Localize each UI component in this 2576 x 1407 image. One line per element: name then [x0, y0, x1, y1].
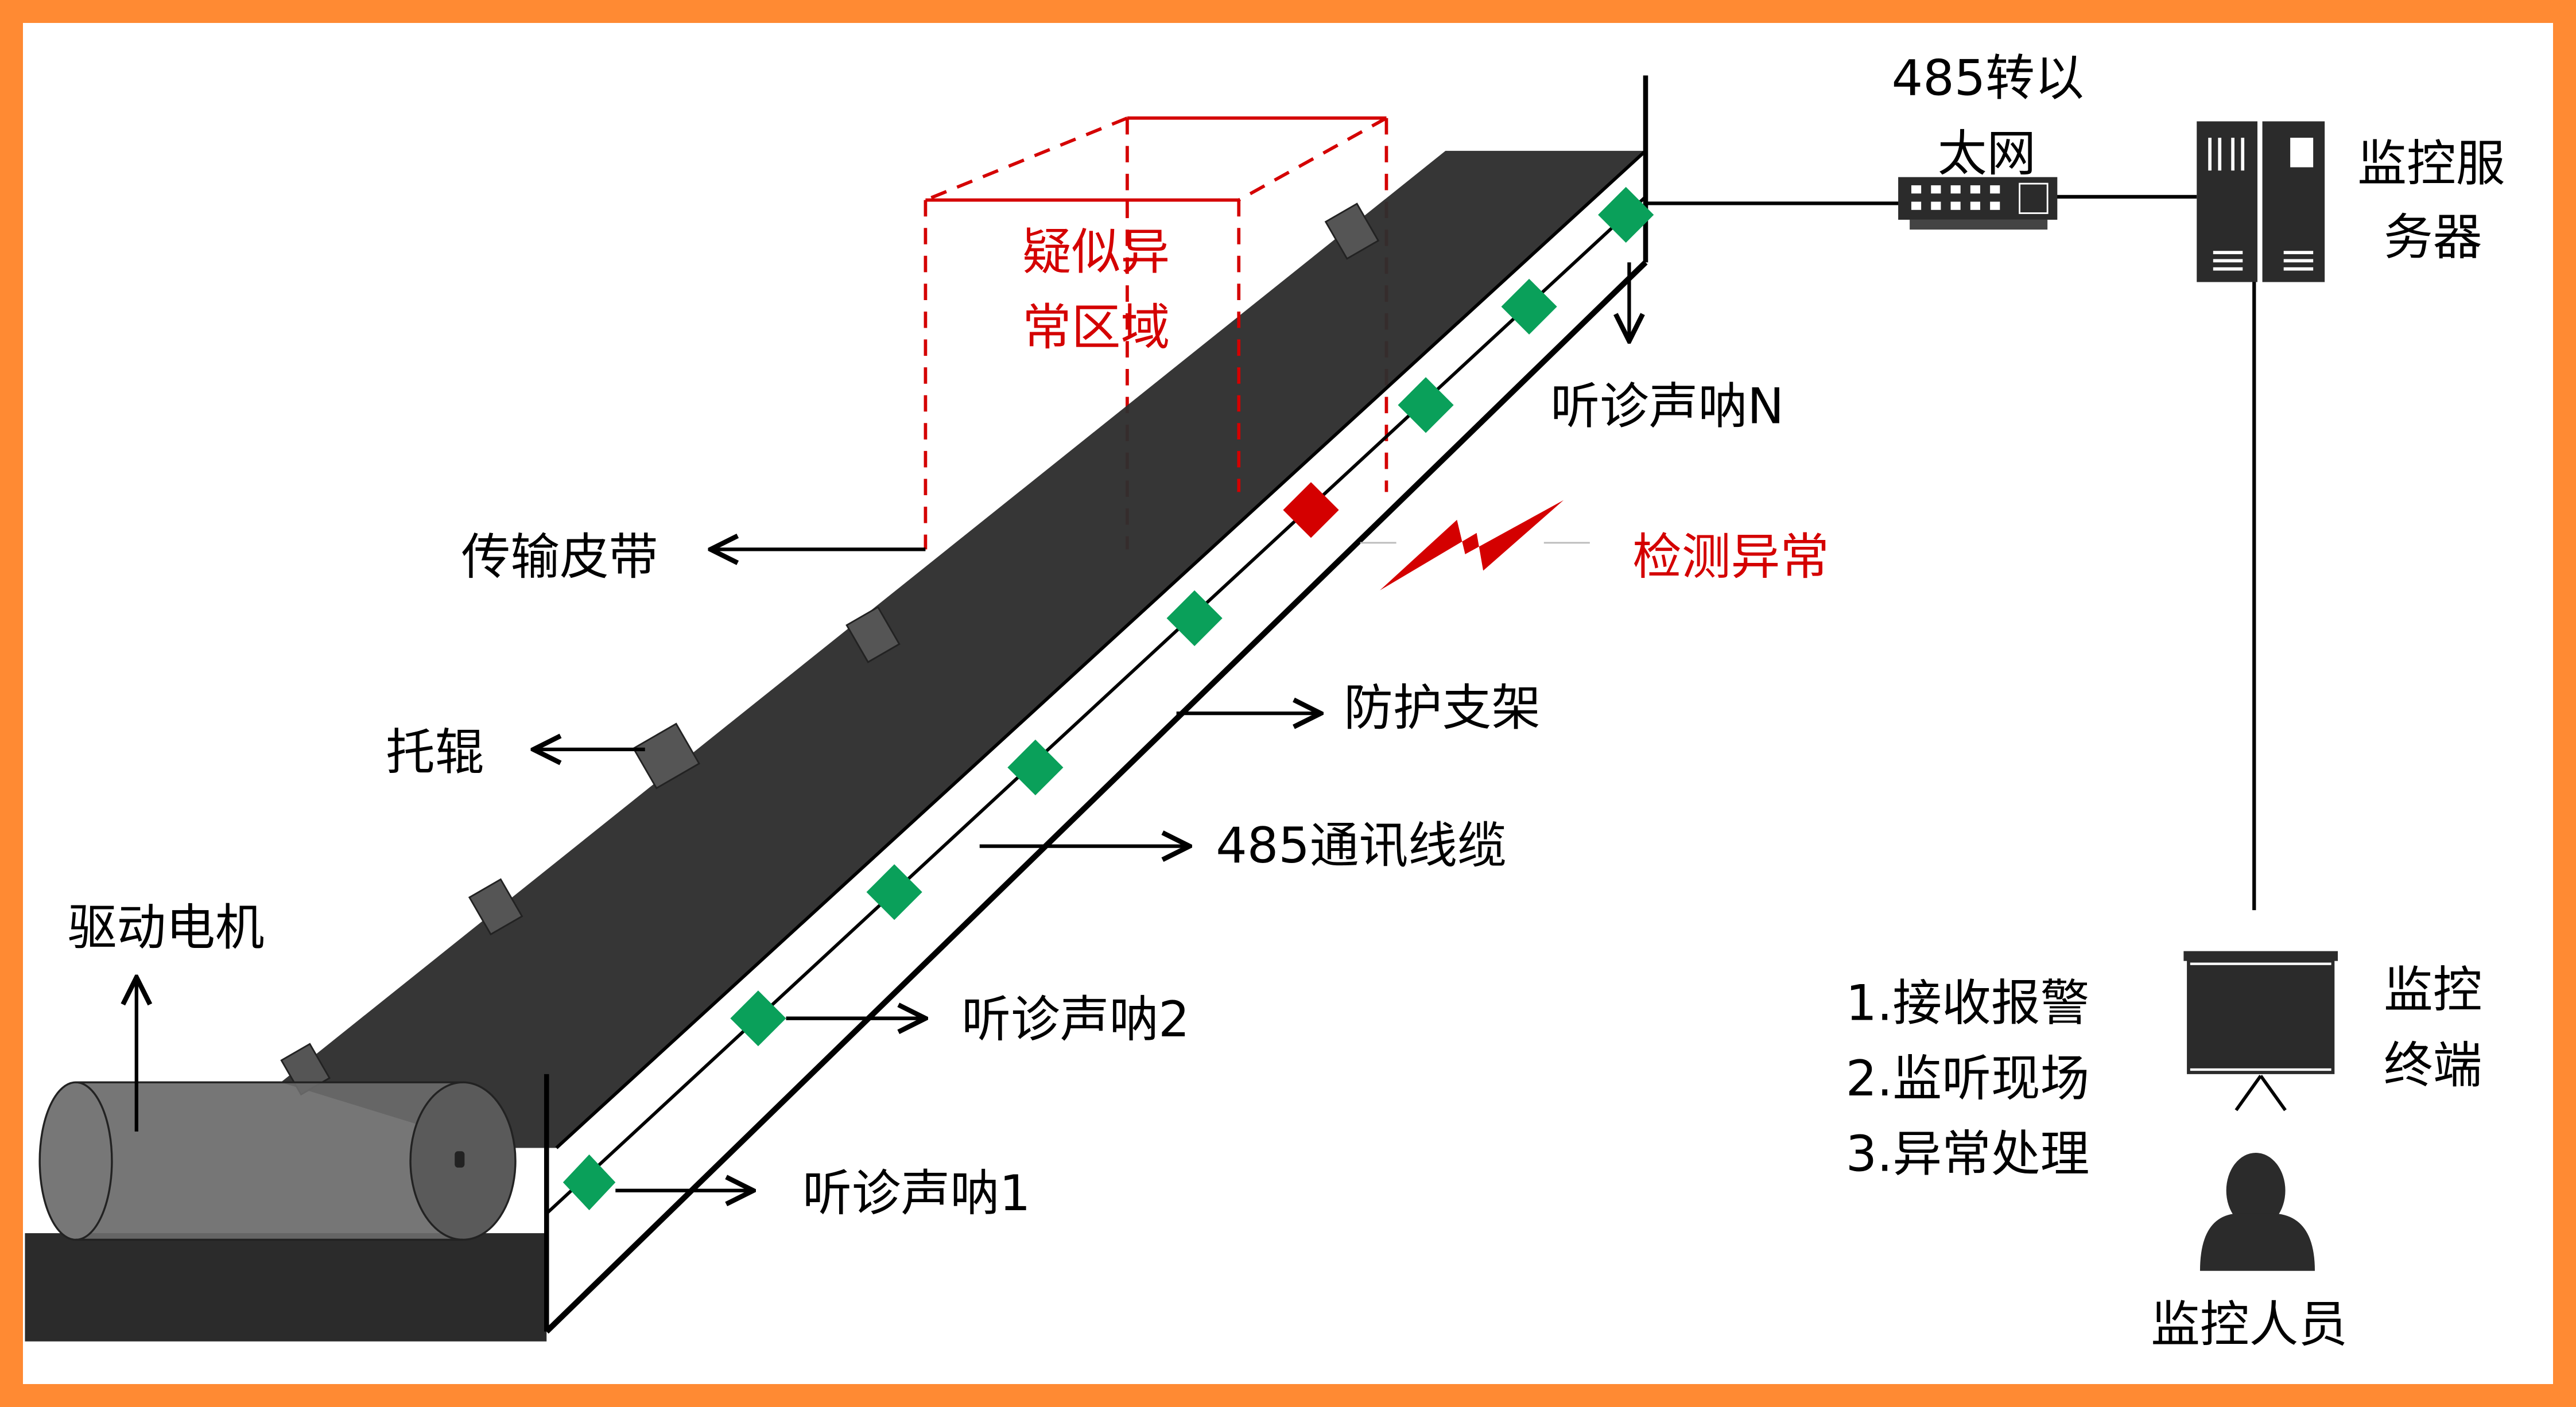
operator-step-1: 1.接收报警 [1846, 975, 2090, 1032]
label-server-1: 监控服 [2357, 135, 2505, 192]
server-rack-icon [2197, 121, 2325, 282]
diagram-canvas: 驱动电机 传输皮带 托辊 防护支架 485通讯线缆 听诊声呐2 听诊声呐1 听诊… [23, 23, 2553, 1384]
label-guard-frame: 防护支架 [1344, 679, 1541, 737]
sensor-icon [1166, 590, 1223, 646]
person-icon [2199, 1153, 2315, 1271]
label-converter-1: 485转以 [1892, 50, 2084, 107]
label-suspect-zone-2: 常区域 [1022, 299, 1170, 356]
projector-screen-icon [2183, 951, 2338, 1111]
guard-frame [544, 75, 1648, 1334]
conveyor-belt [281, 149, 1647, 1149]
cable-485 [545, 195, 1647, 1215]
suspect-zone-box [925, 116, 1388, 550]
sensor-icon [1007, 739, 1064, 796]
sensor-2-icon [730, 990, 786, 1047]
label-drive-motor: 驱动电机 [68, 899, 265, 957]
sensor-icon [866, 864, 922, 920]
operator-step-2: 2.监听现场 [1846, 1050, 2090, 1107]
label-conveyor-belt: 传输皮带 [461, 528, 658, 586]
label-terminal-2: 终端 [2384, 1037, 2482, 1094]
conveyor-monitoring-diagram: 驱动电机 传输皮带 托辊 防护支架 485通讯线缆 听诊声呐2 听诊声呐1 听诊… [25, 50, 2505, 1354]
label-sensor-1: 听诊声呐1 [802, 1165, 1030, 1222]
label-sensor-2: 听诊声呐2 [961, 991, 1189, 1048]
label-server-2: 务器 [2384, 209, 2482, 266]
sensor-1-icon [562, 1154, 616, 1211]
suspect-zone-front [924, 198, 1241, 550]
label-suspect-zone-1: 疑似异 [1022, 224, 1170, 281]
label-485-cable: 485通讯线缆 [1216, 817, 1507, 874]
ethernet-switch-icon [1898, 177, 2058, 230]
sensor-icon [1398, 377, 1454, 433]
label-idler: 托辊 [386, 724, 484, 781]
motor-base [25, 1233, 547, 1342]
label-operator: 监控人员 [2151, 1296, 2348, 1354]
sensor-n-icon [1598, 186, 1654, 243]
label-converter-2: 太网 [1938, 125, 2036, 182]
lightning-icon [1360, 500, 1590, 590]
operator-step-3: 3.异常处理 [1846, 1125, 2090, 1183]
label-sensor-n: 听诊声呐N [1550, 378, 1784, 435]
network-links [1646, 195, 2256, 911]
leader-arrows [137, 262, 1630, 1191]
label-terminal-1: 监控 [2384, 962, 2482, 1019]
motor-cylinder-icon [38, 1081, 517, 1241]
label-detect-anomaly: 检测异常 [1632, 528, 1829, 586]
sensor-alarm-icon [1283, 482, 1339, 538]
